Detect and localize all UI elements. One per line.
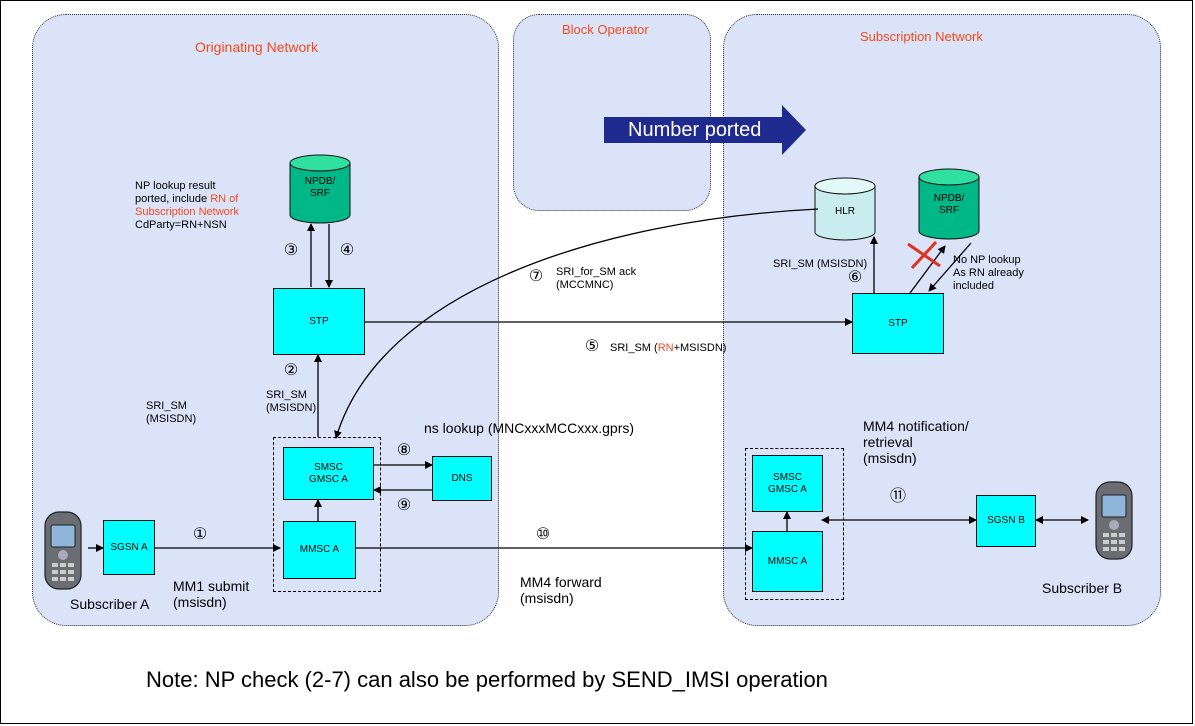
no-np-line3: included (953, 280, 994, 292)
smsc-left-line1: SMSC (314, 461, 343, 473)
step-2: ② (283, 362, 299, 379)
sri-sm-mid-line1: SRI_SM (266, 389, 307, 401)
step-4: ④ (339, 242, 355, 259)
no-np-line1: No NP lookup (953, 254, 1021, 266)
step-3: ③ (283, 242, 299, 259)
mm4-fwd-line2: (msisdn) (520, 590, 574, 606)
smsc-right-line1: SMSC (773, 471, 802, 483)
np-result-line2: ported, include RN of (135, 193, 239, 206)
subscriber-a-phone-icon (44, 511, 82, 590)
sgsn-a: SGSN A (103, 520, 155, 575)
no-np-line2: As RN already (953, 267, 1024, 279)
hlr-label: HLR (834, 206, 855, 217)
subscription-network-title: Subscription Network (860, 29, 983, 44)
mm1-submit-label: MM1 submit (msisdn) (173, 578, 249, 610)
mm4-fwd-line1: MM4 forward (520, 574, 602, 590)
npdb-right-line1: NPDB/ (933, 193, 965, 204)
npdb-left-line2: SRF (310, 188, 330, 199)
npdb-left-line1: NPDB/ (304, 176, 336, 187)
ns-lookup-label: ns lookup (MNCxxxMCCxxx.gprs) (424, 420, 635, 436)
step-6: ⑥ (847, 269, 863, 286)
step5-label-a: SRI_SM ( (610, 342, 658, 354)
mm4-notif-line2: retrieval (863, 434, 913, 450)
right-mmsc-group (745, 448, 844, 600)
no-np-lookup-label: No NP lookup As RN already included (953, 254, 1024, 293)
sri-sm-left-line1: SRI_SM (146, 400, 187, 412)
step-8: ⑧ (396, 442, 412, 459)
sri-sm-mid-line2: (MSISDN) (266, 402, 317, 414)
sgsn-b: SGSN B (976, 495, 1036, 547)
sri-ack-line2: (MCCMNC) (556, 279, 614, 291)
mm1-line2: (msisdn) (173, 594, 227, 610)
number-ported-arrow (604, 105, 806, 155)
np-result-line4: CdParty=RN+NSN (135, 219, 227, 231)
subscriber-a-label: Subscriber A (70, 596, 150, 612)
dns-box: DNS (432, 456, 492, 501)
sri-ack-label: SRI_for_SM ack (MCCMNC) (556, 266, 636, 292)
step-9: ⑨ (396, 497, 412, 514)
mmsc-left: MMSC A (283, 521, 356, 579)
sri-sm-right-label: SRI_SM (MSISDN) (773, 258, 868, 270)
sri-sm-left-label: SRI_SM (MSISDN) (146, 400, 196, 426)
subscriber-b-phone-icon (1095, 481, 1133, 560)
sri-ack-line1: SRI_for_SM ack (556, 266, 637, 278)
step5-label-rn: RN (657, 342, 674, 354)
left-mmsc-group (273, 437, 381, 592)
npdb-left-label: NPDB/ SRF (290, 176, 350, 200)
number-ported-label: Number ported (628, 119, 762, 141)
smsc-left-line2: GMSC A (309, 473, 348, 485)
npdb-right-line2: SRF (939, 205, 959, 216)
footnote: Note: NP check (2-7) can also be perform… (146, 667, 828, 692)
step-10: ⑩ (535, 526, 551, 543)
np-result-label: NP lookup result ported, include RN of S… (135, 180, 239, 232)
mmsc-right: MMSC A (752, 531, 823, 592)
mm4-notif-line1: MM4 notification/ (863, 418, 969, 434)
step-5: ⑤ (584, 338, 600, 355)
stp-left: STP (273, 288, 365, 355)
sri-sm-mid-label: SRI_SM (MSISDN) (266, 389, 316, 415)
hlr-cylinder (814, 177, 876, 241)
sri-sm-left-line2: (MSISDN) (146, 413, 197, 425)
subscriber-b-label: Subscriber B (1042, 580, 1123, 596)
mm1-line1: MM1 submit (173, 578, 250, 594)
np-result-line2-red: RN of (210, 193, 239, 205)
block-operator-title: Block Operator (562, 22, 649, 37)
smsc-right-line2: GMSC A (768, 483, 807, 495)
np-result-line3: Subscription Network (135, 206, 239, 218)
npdb-left-cylinder (289, 154, 351, 224)
step5-label: SRI_SM (RN+MSISDN) (610, 342, 726, 355)
npdb-right-label: NPDB/ SRF (919, 193, 979, 217)
originating-network-title: Originating Network (195, 39, 318, 55)
mm4-forward-label: MM4 forward (msisdn) (520, 574, 602, 606)
smsc-gmsc-right: SMSC GMSC A (752, 455, 823, 512)
smsc-gmsc-left: SMSC GMSC A (283, 447, 374, 500)
np-result-line2-text: ported, include (135, 193, 211, 205)
step-11: ⑪ (889, 488, 906, 505)
step5-label-c: +MSISDN) (673, 342, 727, 354)
mm4-notification-label: MM4 notification/ retrieval (msisdn) (863, 418, 969, 466)
step-7: ⑦ (528, 268, 544, 285)
block-operator-region (513, 14, 711, 211)
mm4-notif-line3: (msisdn) (863, 450, 917, 466)
npdb-right-cylinder (918, 168, 980, 240)
np-result-line1: NP lookup result (135, 180, 216, 192)
stp-right: STP (852, 293, 944, 354)
step-1: ① (192, 526, 208, 543)
